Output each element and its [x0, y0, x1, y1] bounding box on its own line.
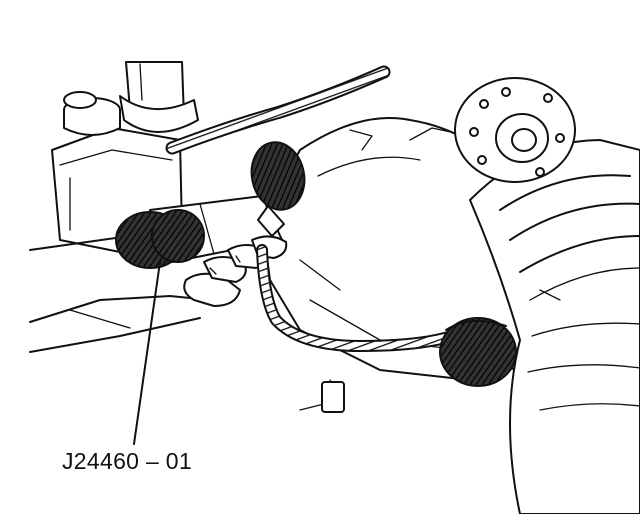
callout-leader [133, 261, 161, 445]
upper-pipe [119, 61, 199, 133]
tester-hose [256, 244, 458, 353]
flywheel-hub [454, 77, 576, 183]
reservoir-cap [63, 91, 121, 136]
tool-callout-label: J24460 – 01 [62, 448, 192, 474]
adapter-cap [439, 317, 517, 387]
technician-hand [183, 235, 288, 307]
wiring-harness [165, 65, 391, 155]
